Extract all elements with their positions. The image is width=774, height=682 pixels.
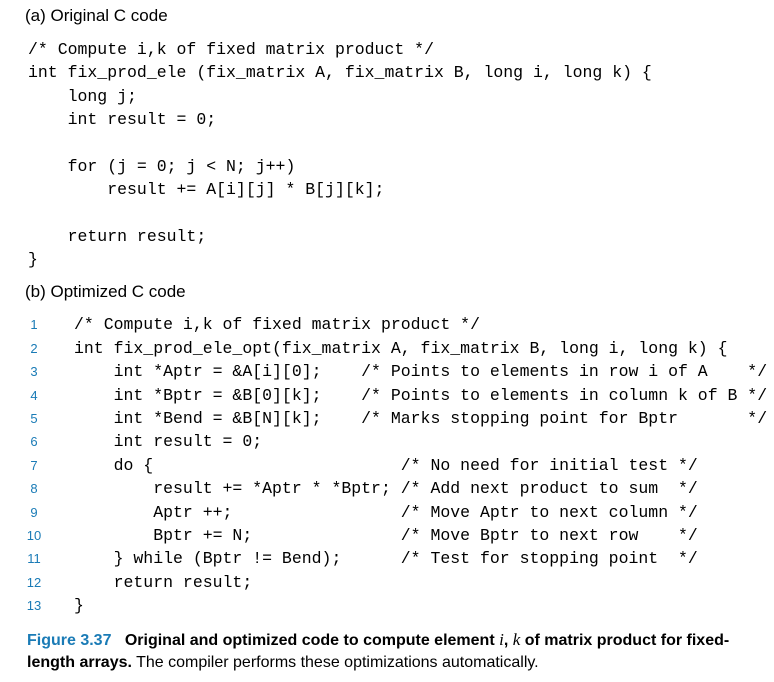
figure-caption: Figure 3.37 Original and optimized code … — [27, 629, 767, 674]
section-a-title: (a) Original C code — [25, 6, 168, 25]
code-line-b-4: int *Bptr = &B[0][k]; /* Points to eleme… — [74, 386, 768, 405]
caption-var-k: k — [512, 630, 521, 649]
code-line-b-9: Aptr ++; /* Move Aptr to next column */ — [74, 503, 698, 522]
code-line-b-12: return result; — [74, 573, 253, 592]
line-number: 9 — [30, 505, 38, 520]
caption-var-i: i — [499, 630, 504, 649]
code-line-a-7: result += A[i][j] * B[j][k]; — [28, 180, 385, 199]
code-line-b-2: int fix_prod_ele_opt(fix_matrix A, fix_m… — [74, 339, 728, 358]
code-line-a-4: int result = 0; — [28, 110, 217, 129]
line-number: 13 — [26, 598, 42, 613]
figure-label: Figure 3.37 — [27, 632, 112, 649]
line-number: 11 — [27, 551, 41, 566]
line-number: 3 — [30, 364, 38, 379]
caption-bold-text-2: of matrix product for fixed-length array… — [27, 632, 730, 671]
code-line-a-10: } — [28, 250, 38, 269]
code-line-a-3: long j; — [28, 87, 137, 106]
code-line-a-9: return result; — [28, 227, 207, 246]
line-number: 7 — [30, 458, 38, 473]
line-number: 5 — [30, 411, 38, 426]
code-line-a-1: /* Compute i,k of fixed matrix product *… — [28, 40, 434, 59]
code-line-b-13: } — [74, 596, 84, 615]
code-line-b-10: Bptr += N; /* Move Bptr to next row */ — [74, 526, 698, 545]
caption-normal-text: The compiler performs these optimization… — [136, 654, 539, 671]
code-line-b-6: int result = 0; — [74, 432, 263, 451]
line-number: 6 — [30, 434, 38, 449]
line-number: 12 — [26, 575, 42, 590]
section-b-title: (b) Optimized C code — [25, 282, 186, 301]
line-number: 10 — [26, 528, 42, 543]
code-line-b-5: int *Bend = &B[N][k]; /* Marks stopping … — [74, 409, 768, 428]
code-line-a-2: int fix_prod_ele (fix_matrix A, fix_matr… — [28, 63, 652, 82]
line-number: 8 — [30, 481, 38, 496]
code-line-b-3: int *Aptr = &A[i][0]; /* Points to eleme… — [74, 362, 768, 381]
caption-comma: , — [503, 632, 513, 649]
code-line-b-11: } while (Bptr != Bend); /* Test for stop… — [74, 549, 698, 568]
code-line-b-8: result += *Aptr * *Bptr; /* Add next pro… — [74, 479, 698, 498]
line-number: 1 — [30, 317, 38, 332]
caption-bold-text: Original and optimized code to compute e… — [124, 632, 495, 649]
line-number: 4 — [30, 388, 38, 403]
line-number: 2 — [30, 341, 38, 356]
code-line-a-6: for (j = 0; j < N; j++) — [28, 157, 296, 176]
code-line-b-7: do { /* No need for initial test */ — [74, 456, 698, 475]
code-line-b-1: /* Compute i,k of fixed matrix product *… — [74, 315, 480, 334]
